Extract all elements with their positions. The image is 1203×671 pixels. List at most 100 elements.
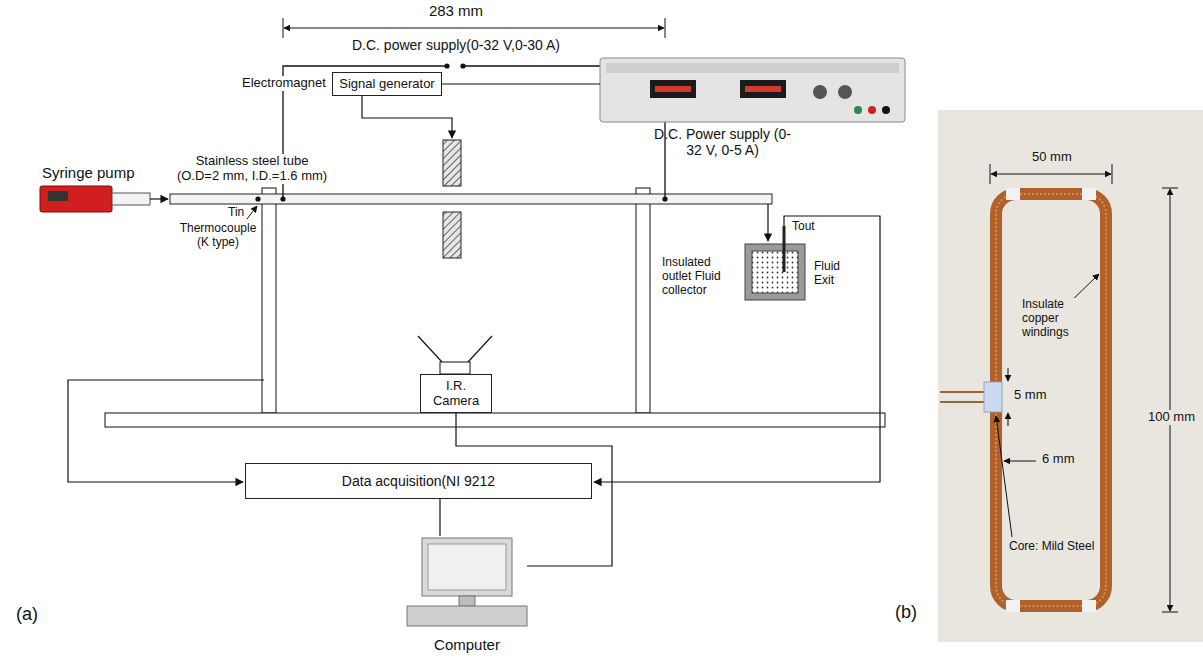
connector	[439, 499, 440, 536]
camera-view-line	[468, 336, 492, 362]
part-label: Syringe pump	[40, 164, 137, 181]
dimension-line	[1170, 189, 1171, 611]
knob	[838, 85, 852, 99]
part-label: Thermocouple (K type)	[174, 222, 262, 250]
camera-box: I.R. Camera	[420, 374, 492, 413]
collected-fluid	[752, 251, 798, 293]
text-wrap: Data acquisition(NI 9212	[342, 473, 495, 489]
node-text: Data acquisition(NI 9212	[342, 473, 495, 489]
camera-view-line	[418, 336, 442, 362]
leader-line	[996, 416, 1012, 537]
panel-label: (a)	[14, 604, 40, 625]
monitor	[422, 538, 512, 596]
electromagnet-pole	[443, 140, 461, 186]
part-label: Core: Mild Steel	[1007, 540, 1096, 554]
pump-panel	[48, 191, 68, 201]
dimension-line	[284, 28, 664, 29]
insulated-collector	[745, 244, 805, 300]
dimension-line	[991, 174, 1111, 175]
syringe-barrel	[112, 193, 150, 205]
extension-line	[283, 18, 284, 38]
extension-line	[990, 164, 991, 184]
thermocouple-wire	[594, 216, 880, 482]
monitor-stand	[459, 596, 475, 606]
tape	[1082, 600, 1096, 612]
insulating-tape	[984, 382, 1002, 412]
part-label: Fluid Exit	[812, 260, 858, 288]
photo-ground	[938, 110, 1203, 642]
base-plate	[105, 413, 885, 427]
text-wrap: Computer	[434, 636, 500, 653]
thermocouple-wire	[68, 380, 264, 482]
syringe-pump-body	[40, 186, 112, 212]
terminal	[444, 63, 449, 68]
dimension-label: 50 mm	[1030, 150, 1074, 165]
signal-line	[362, 96, 452, 138]
display	[650, 80, 696, 98]
text-wrap: I.R. Camera	[429, 379, 483, 409]
dimension-label: 6 mm	[1040, 452, 1077, 467]
junction-dot	[255, 196, 260, 201]
part-label: Insulated outlet Fluid collector	[660, 256, 744, 297]
display-glow	[655, 86, 691, 92]
extension-line	[1112, 164, 1113, 184]
dimension-arrow	[1008, 368, 1009, 381]
screen	[428, 544, 506, 590]
power-supply-unit: D.C. Power supply (0-32 V, 0-5 A)	[600, 58, 905, 161]
tape	[1082, 188, 1096, 200]
connector	[442, 83, 600, 84]
computer-icon: Computer	[407, 536, 527, 656]
leader-line	[247, 206, 257, 219]
power-supply-case	[600, 58, 905, 122]
signal-name: Tout	[790, 220, 817, 234]
camera-lens	[440, 362, 470, 374]
knob	[813, 85, 827, 99]
display-glow	[745, 86, 781, 92]
power-supply-label: D.C. power supply(0-32 V,0-30 A)	[329, 37, 583, 53]
signal-generator-box: Signal generator	[332, 72, 442, 96]
dimension-label: 100 mm	[1146, 410, 1197, 425]
terminal	[868, 106, 876, 114]
stainless-steel-tube	[170, 194, 772, 204]
panel-label: (b)	[893, 602, 919, 623]
lead-wire	[940, 391, 986, 393]
junction-dot	[662, 196, 667, 201]
extension-line	[1162, 188, 1178, 189]
part-label: Electromagnet	[240, 76, 328, 91]
terminal	[460, 63, 465, 68]
node-text: I.R. Camera	[429, 379, 483, 409]
flow-arrow	[767, 204, 768, 241]
tape	[1006, 188, 1020, 200]
node-text: Signal generator	[339, 77, 434, 92]
junction-dot	[280, 196, 285, 201]
data-acquisition-box: Data acquisition(NI 9212	[245, 463, 592, 499]
power-supply-strip	[606, 63, 899, 73]
copper-coil	[996, 194, 1106, 606]
support-post	[636, 188, 650, 413]
extension-line	[1162, 612, 1178, 613]
text-wrap: D.C. Power supply (0-32 V, 0-5 A)	[653, 126, 793, 158]
terminal	[854, 106, 862, 114]
winding-texture	[996, 194, 1106, 606]
signal-name: Tin	[226, 206, 246, 220]
tape	[1006, 600, 1020, 612]
display	[740, 80, 786, 98]
text-wrap: Signal generator	[339, 77, 434, 92]
support-post	[262, 188, 276, 413]
dimension-arrow	[1008, 413, 1009, 426]
extension-line	[665, 18, 666, 38]
node-text: D.C. Power supply (0-32 V, 0-5 A)	[653, 126, 793, 158]
dimension-label: 283 mm	[404, 2, 508, 19]
leader-line	[1004, 461, 1036, 462]
computer-base	[407, 606, 527, 626]
part-label: Insulate copper windings	[1020, 298, 1086, 339]
lead-wire	[940, 401, 986, 403]
part-label: Stainless steel tube (O.D=2 mm, I.D.=1.6…	[173, 154, 331, 184]
electromagnet-pole	[443, 212, 461, 258]
dimension-label: 5 mm	[1012, 388, 1049, 403]
outlet-thermocouple	[783, 226, 786, 272]
flow-arrow	[150, 198, 168, 199]
terminal	[882, 106, 890, 114]
node-text: Computer	[434, 636, 500, 653]
